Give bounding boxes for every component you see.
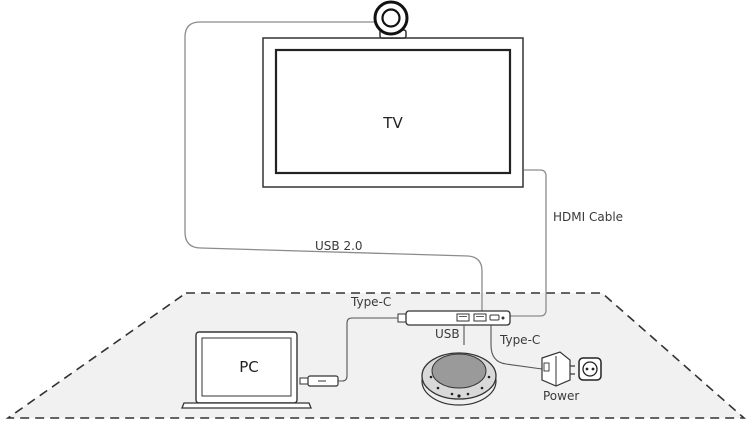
pc-label: PC [239,358,259,376]
tv-label: TV [382,114,403,132]
usb-label: USB [435,327,460,341]
typec-power-label: Type-C [499,333,540,347]
hdmi-label: HDMI Cable [553,210,623,224]
typec-power-cable [490,325,543,370]
typec-pc-cable [338,317,398,382]
usbc-plug-icon [299,375,339,387]
camera-icon [373,0,409,39]
usb20-label: USB 2.0 [315,239,363,253]
tv: TV [262,37,524,188]
speakerphone [421,352,497,406]
desk-area-outline [5,292,747,419]
usb-hub [397,310,511,326]
hdmi-cable [504,169,547,317]
power-label: Power [543,389,579,403]
typec-pc-label: Type-C [350,295,391,309]
usb20-cable [184,21,483,314]
wall-socket-icon [578,357,602,381]
laptop-pc: PC [181,331,312,409]
power-adapter-icon [541,351,575,387]
